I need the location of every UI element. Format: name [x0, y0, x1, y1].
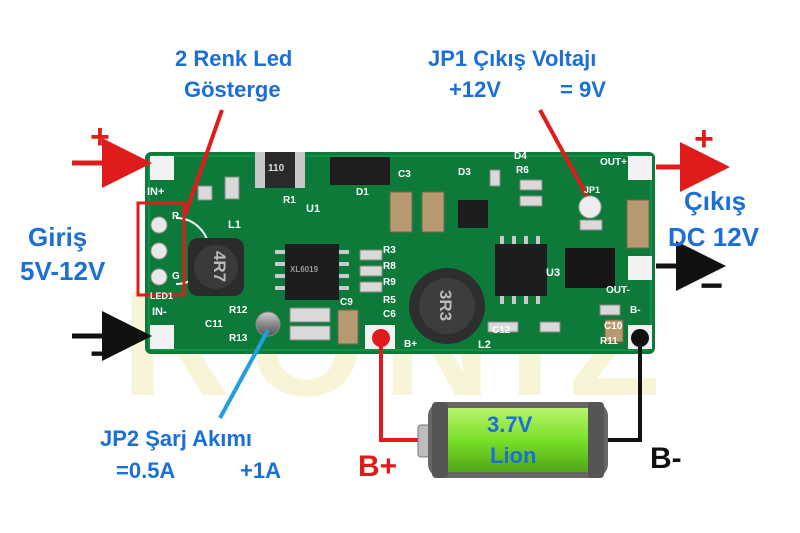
- pcb-led1: LED1: [150, 291, 174, 301]
- capacitor-c11: [626, 199, 650, 249]
- pcb-c9: C9: [340, 297, 353, 308]
- input-title: Giriş: [28, 222, 88, 252]
- pcb-c6: C6: [383, 309, 396, 320]
- pcb-d4: D4: [514, 151, 527, 162]
- output-plus-sign: +: [694, 120, 714, 158]
- pcb-resistor-code: 110: [268, 163, 285, 174]
- pcb-b-minus: B-: [630, 305, 641, 316]
- ic-d3: [458, 200, 488, 228]
- pad-out-plus: [628, 156, 652, 180]
- battery-type: Lion: [490, 443, 537, 468]
- pcb-jp1: JP1: [584, 185, 601, 195]
- pcb-d3: D3: [458, 167, 471, 178]
- output-voltage: DC 12V: [668, 222, 760, 252]
- output-title: Çıkış: [684, 186, 747, 216]
- pcb-in-plus: IN+: [147, 186, 165, 198]
- battery-wire-positive: [379, 338, 425, 442]
- pcb-r12: R12: [229, 305, 248, 316]
- led-title-line1: 2 Renk Led: [175, 46, 293, 71]
- led-pin-r: [150, 216, 168, 234]
- jp2-title: JP2 Şarj Akımı: [100, 426, 253, 451]
- jp1-pointer-line: [538, 109, 589, 197]
- pcb-r6: R6: [516, 165, 529, 176]
- battery-label: [440, 408, 596, 472]
- led-title-line2: Gösterge: [184, 77, 281, 102]
- pcb-l2: L2: [478, 339, 491, 351]
- pcb-u1-mark: XL6019: [290, 265, 319, 274]
- pcb-g: G: [172, 271, 180, 282]
- diode-d1: [330, 157, 390, 185]
- pcb-c12: C12: [492, 325, 511, 336]
- input-plus-sign: +: [90, 118, 110, 156]
- pad-out-minus: [628, 256, 652, 280]
- jp1-12v-option: +12V: [449, 77, 501, 102]
- ic-u1: [285, 244, 339, 300]
- pcb-r: R: [172, 211, 180, 222]
- capacitor-c3a: [389, 191, 413, 233]
- pcb-out-plus: OUT+: [600, 157, 627, 168]
- pcb-r11: R11: [600, 336, 618, 347]
- pcb-r8: R8: [383, 261, 396, 272]
- jumper-jp2: [255, 311, 281, 337]
- battery-negative-label: B-: [650, 442, 682, 475]
- pcb-d1: D1: [356, 187, 369, 198]
- ic-u3-pins: [500, 236, 540, 304]
- led-highlight-box: [136, 201, 186, 297]
- pcb-r9: R9: [383, 277, 396, 288]
- pcb-c11: C11: [205, 319, 223, 330]
- pcb-edge: [148, 155, 652, 351]
- jp2-1a-option: +1A: [240, 458, 281, 483]
- pcb-out-minus: OUT-: [606, 285, 630, 296]
- ic-u1-pins: [275, 250, 349, 290]
- jp2-05a-option: =0.5A: [116, 458, 176, 483]
- battery-positive-label: B+: [358, 450, 398, 483]
- pcb-u3: U3: [546, 267, 561, 279]
- pcb-l1: L1: [228, 219, 241, 231]
- pcb-r5: R5: [383, 295, 396, 306]
- inductor-l1-core: [194, 245, 238, 289]
- pcb-l2-value: 3R3: [436, 289, 456, 322]
- pcb-r3: R3: [383, 245, 396, 256]
- led-pin-g: [150, 268, 168, 286]
- input-voltage-range: 5V-12V: [20, 256, 106, 286]
- input-minus-sign: −: [90, 332, 114, 376]
- led-pointer-line: [183, 109, 224, 216]
- capacitor-c9: [337, 309, 359, 345]
- pcb-r13: R13: [229, 333, 248, 344]
- battery-voltage: 3.7V: [487, 412, 533, 437]
- pcb-c3: C3: [398, 169, 411, 180]
- pad-in-minus: [150, 325, 174, 349]
- capacitor-c3b: [421, 191, 445, 233]
- inductor-l2-core: [419, 278, 475, 334]
- pcb-c10: C10: [604, 321, 623, 332]
- pcb-u1: U1: [306, 203, 321, 215]
- pcb-l1-value: 4R7: [210, 250, 230, 283]
- b-minus-dot: [631, 329, 649, 347]
- pad-in-plus: [150, 156, 174, 180]
- led-pin-common: [150, 242, 168, 260]
- pcb-b-plus: B+: [404, 339, 418, 350]
- b-plus-dot: [372, 329, 390, 347]
- output-minus-sign: −: [700, 264, 724, 308]
- jumper-jp1: [578, 195, 602, 219]
- jp2-pointer-line: [218, 329, 270, 419]
- battery-wire-negative: [605, 338, 642, 442]
- jp1-title: JP1 Çıkış Voltajı: [428, 46, 597, 71]
- pcb-r1: R1: [283, 195, 296, 206]
- capacitor-c10: [604, 319, 624, 343]
- jp1-9v-option: = 9V: [560, 77, 606, 102]
- ic-mosfet: [565, 248, 615, 288]
- smd-components: [197, 169, 621, 341]
- pcb-in-minus: IN-: [152, 306, 167, 318]
- ic-u3: [495, 244, 547, 296]
